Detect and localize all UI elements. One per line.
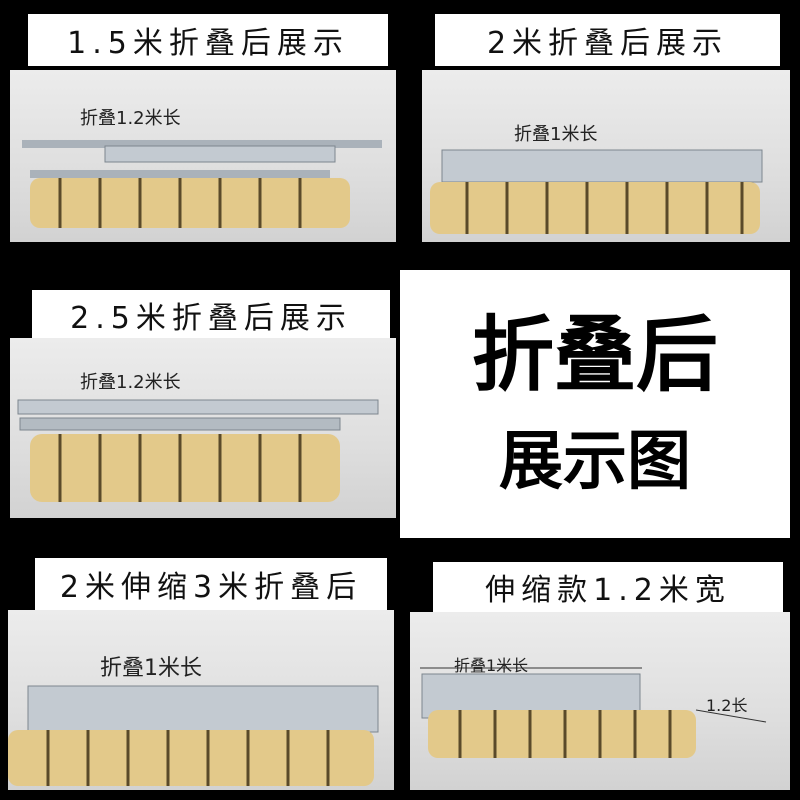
folded-frame-roll-illustration (430, 149, 763, 234)
folded-frame-roll-illustration (420, 667, 767, 758)
panel-2-banner: 2米折叠后展示 (435, 14, 780, 66)
panel-4-banner: 2米伸缩3米折叠后 (35, 558, 387, 610)
panel-2-photo: 折叠1米长 (422, 70, 790, 242)
panel-4-length-label: 折叠1米长 (100, 656, 202, 681)
panel-1-banner: 1.5米折叠后展示 (28, 14, 388, 66)
folded-frame-roll-illustration (17, 399, 379, 502)
folded-frame-roll-illustration (22, 140, 382, 228)
panel-3-photo: 折叠1.2米长 (10, 338, 396, 518)
panel-5-width-label: 1.2长 (706, 696, 748, 715)
panel-5-photo: 折叠1米长 1.2长 (410, 612, 790, 790)
center-title-line-1: 折叠后 (471, 308, 718, 403)
folded-frame-roll-illustration (8, 685, 379, 786)
center-title-line-2: 展示图 (499, 425, 691, 499)
panel-1-length-label: 折叠1.2米长 (80, 108, 181, 129)
panel-5-length-label: 折叠1米长 (454, 656, 529, 675)
panel-5-banner: 伸缩款1.2米宽 (433, 562, 783, 612)
panel-1-photo: 折叠1.2米长 (10, 70, 396, 242)
panel-3-length-label: 折叠1.2米长 (80, 372, 181, 393)
panel-4-photo: 折叠1米长 (8, 610, 394, 790)
center-title-block: 折叠后 展示图 (400, 270, 790, 538)
panel-3-banner: 2.5米折叠后展示 (32, 290, 390, 340)
panel-2-length-label: 折叠1米长 (514, 124, 598, 145)
